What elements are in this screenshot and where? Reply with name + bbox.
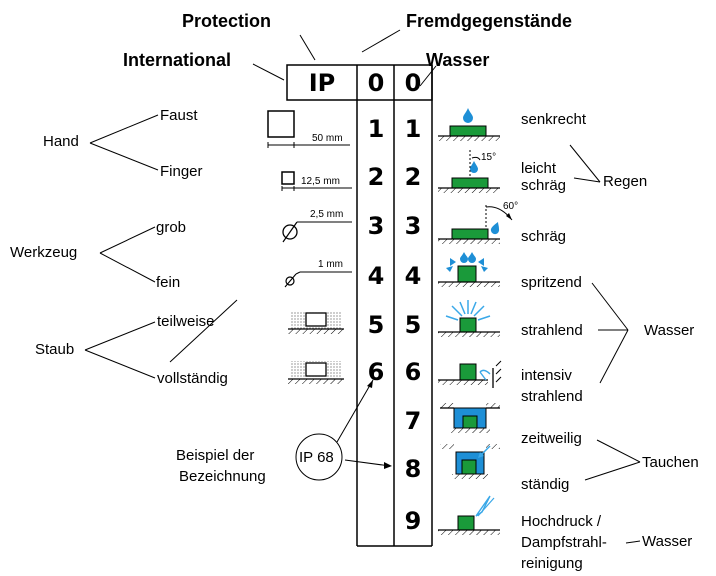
fremdgegenstaende-label: Fremdgegenstände	[406, 11, 573, 31]
angle-15: 15°	[481, 152, 497, 163]
example-arrow-6	[336, 379, 374, 443]
digit2-2: 2	[404, 163, 422, 191]
digit2-6: 6	[404, 358, 422, 386]
faust-icon	[267, 110, 350, 148]
digit1-6: 6	[367, 358, 385, 386]
hand-finger-line	[89, 142, 159, 171]
regen-senkrecht-line	[569, 144, 601, 183]
tool-fine-icon	[284, 271, 352, 288]
schraeg-label-1: schräg	[521, 177, 567, 194]
regen-label: Regen	[603, 173, 648, 190]
digit1-4: 4	[367, 262, 385, 290]
digit2-4: 4	[404, 262, 422, 290]
ip68-example: IP 68	[299, 449, 334, 466]
ip-table	[286, 64, 433, 547]
immersion-temporary-icon	[440, 403, 500, 433]
zeitweilig-label: zeitweilig	[521, 430, 582, 447]
protection-pointer	[299, 34, 316, 61]
splash-icon	[438, 252, 500, 287]
finger-icon	[281, 171, 352, 191]
tauchen-staendig-line	[584, 461, 641, 481]
digit1-3: 3	[367, 212, 385, 240]
intensiv-label: intensiv	[521, 367, 572, 384]
immersion-continuous-icon	[440, 444, 500, 479]
digit2-7: 7	[404, 407, 422, 435]
digit2-3: 3	[404, 212, 422, 240]
rain-angle-icon	[438, 205, 513, 244]
dim-50mm: 50 mm	[312, 133, 343, 144]
dim-2-5mm: 2,5 mm	[310, 209, 344, 220]
digit2-1: 1	[404, 115, 422, 143]
protection-label: Protection	[182, 11, 272, 31]
reinigung-label: reinigung	[521, 555, 583, 572]
digit2-9: 9	[404, 507, 422, 535]
fremd-pointer	[361, 29, 401, 53]
ip-cell: IP	[308, 69, 336, 97]
digit2-8: 8	[404, 455, 422, 483]
hochdruck-wasser-line	[625, 540, 641, 544]
digit2-5: 5	[404, 311, 422, 339]
rain-slight-angle-icon	[438, 150, 500, 193]
wasser-group-label: Wasser	[644, 322, 695, 339]
dampfstrahl-label: Dampfstrahl-	[521, 534, 607, 551]
ip-digit2-header: 0	[404, 69, 422, 97]
digit1-2: 2	[367, 163, 385, 191]
dim-12-5mm: 12,5 mm	[301, 176, 340, 187]
high-pressure-icon	[438, 495, 500, 535]
werkzeug-label: Werkzeug	[10, 244, 78, 261]
grob-label: grob	[156, 219, 187, 236]
ip-digit1-header: 0	[367, 69, 385, 97]
finger-label: Finger	[160, 163, 203, 180]
senkrecht-label: senkrecht	[521, 111, 587, 128]
international-label: International	[123, 50, 232, 70]
dust-complete-icon	[288, 361, 344, 384]
wasser-spritzend-line	[591, 282, 629, 331]
hand-faust-line	[89, 114, 159, 144]
hochdruck-label: Hochdruck /	[521, 513, 602, 530]
international-pointer	[252, 63, 285, 81]
bezeichnung-label: Bezeichnung	[179, 468, 266, 485]
werkzeug-grob-line	[99, 226, 156, 254]
strahlend-label-2: strahlend	[521, 388, 583, 405]
staub-teilweise-line	[84, 321, 156, 351]
jet-icon	[438, 300, 500, 337]
wasser-header-label: Wasser	[426, 50, 490, 70]
intense-jet-icon	[438, 360, 502, 388]
rain-vertical-icon	[438, 108, 500, 141]
tauchen-label: Tauchen	[642, 454, 699, 471]
example-arrow-8	[344, 459, 391, 467]
wasser-hochdruck-label: Wasser	[642, 533, 693, 550]
teilweise-label: teilweise	[157, 313, 215, 330]
staub-label: Staub	[35, 341, 75, 358]
wasser-pointer	[419, 65, 437, 87]
schraeg-label-2: schräg	[521, 228, 567, 245]
digit1-5: 5	[367, 311, 385, 339]
staub-vollstaendig-line	[84, 349, 156, 379]
ip68-circle	[295, 433, 343, 481]
leicht-label: leicht	[521, 160, 557, 177]
dust-partial-icon	[288, 311, 344, 334]
strahlend-label: strahlend	[521, 322, 583, 339]
angle-60: 60°	[503, 201, 519, 212]
faust-label: Faust	[160, 107, 198, 124]
spritzend-label: spritzend	[521, 274, 582, 291]
staendig-label: ständig	[521, 476, 570, 493]
hand-label: Hand	[43, 133, 79, 150]
digit1-1: 1	[367, 115, 385, 143]
wasser-intensiv-line	[599, 329, 629, 384]
dim-1mm: 1 mm	[318, 259, 343, 270]
staub-cross-line	[169, 299, 238, 363]
tool-coarse-icon	[282, 221, 352, 243]
tauchen-zeitweilig-line	[596, 439, 641, 463]
regen-leicht-line	[573, 177, 601, 183]
beispiel-label: Beispiel der	[176, 447, 255, 464]
vollstaendig-label: vollständig	[157, 370, 228, 387]
fein-label: fein	[156, 274, 181, 291]
werkzeug-fein-line	[99, 252, 156, 283]
